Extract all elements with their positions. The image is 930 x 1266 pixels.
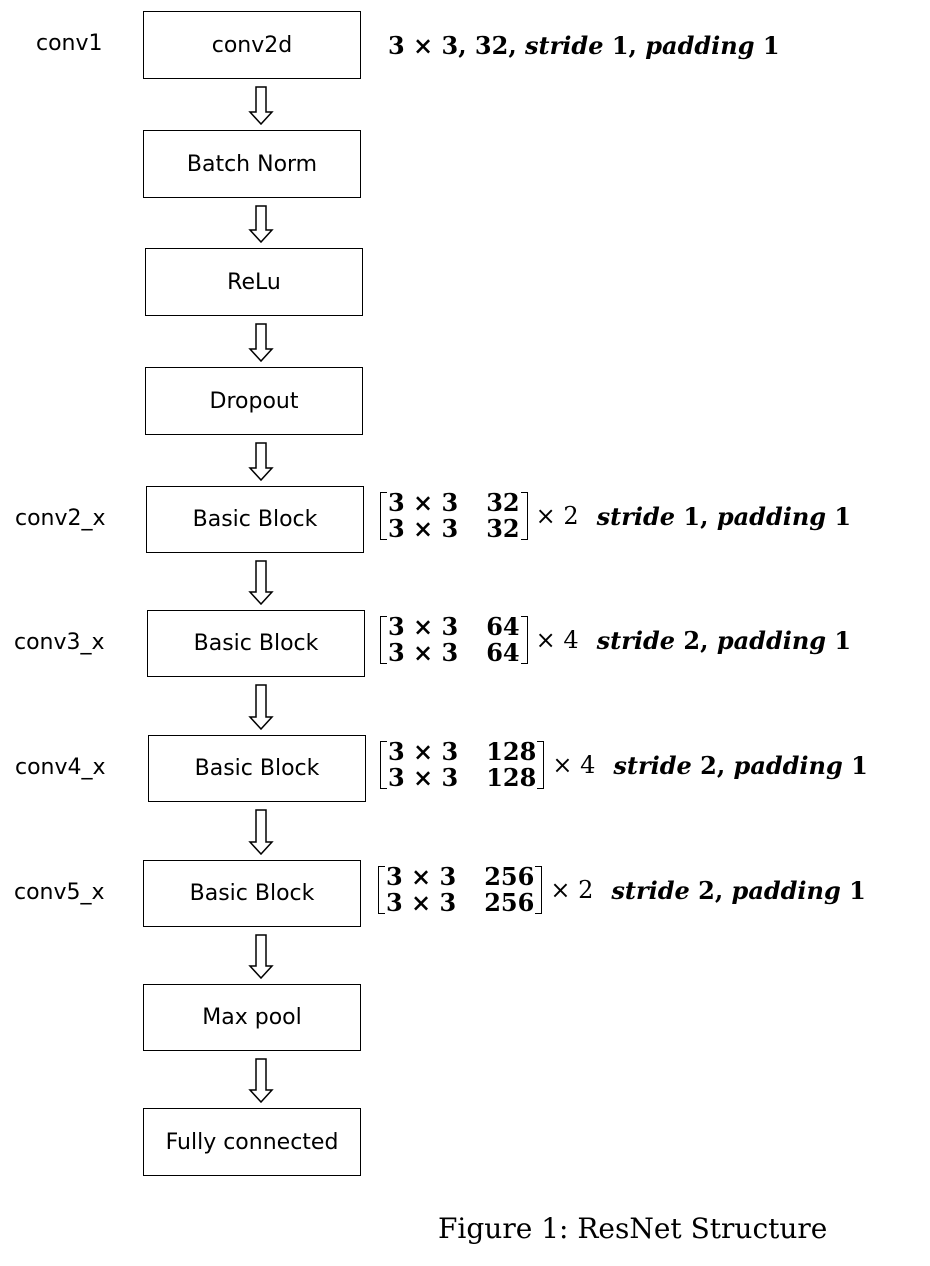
layer-box: Basic Block <box>148 735 366 802</box>
stage-label: conv5_x <box>14 879 105 905</box>
stage-label: conv2_x <box>15 505 106 531</box>
matrix-cell: 128 <box>486 737 537 766</box>
layer-label: Max pool <box>202 1005 302 1030</box>
layer-spec: 3 × 3 64 3 × 3 64 × 4 stride 2, padding 1 <box>380 612 852 667</box>
spec-padding-label: padding <box>731 875 841 905</box>
spec-stride-value: 2, <box>675 625 717 655</box>
spec-padding-value: 1 <box>840 875 866 905</box>
flow-arrow <box>248 809 274 856</box>
layer-box: conv2d <box>143 11 361 79</box>
flow-arrow <box>248 323 274 363</box>
matrix-cell: 3 × 3 <box>386 888 457 917</box>
spec-multiplier: × 2 <box>535 502 579 530</box>
matrix-cell: 3 × 3 <box>388 514 459 543</box>
flow-arrow <box>248 442 274 482</box>
layer-label: Batch Norm <box>186 151 318 177</box>
spec-stride-value: 2, <box>689 875 732 905</box>
spec-multiplier: × 4 <box>535 626 579 654</box>
spec-stride-label: stride <box>613 750 692 780</box>
flow-arrow <box>248 205 274 244</box>
spec-stride-label: stride <box>596 625 676 655</box>
spec-matrix: 3 × 3 128 3 × 3 128 <box>379 737 545 792</box>
spec-multiplier: × 4 <box>552 751 596 779</box>
flow-arrow <box>248 560 274 606</box>
layer-label: ReLu <box>227 269 281 295</box>
spec-padding-label: padding <box>645 31 755 60</box>
spec-stride-label: stride <box>611 875 690 905</box>
matrix-cell: 3 × 3 <box>388 488 459 517</box>
spec-padding-label: padding <box>716 625 827 655</box>
spec-stride-label: stride <box>596 501 676 531</box>
spec-padding-value: 1 <box>826 625 852 655</box>
spec-multiplier: × 2 <box>550 876 594 904</box>
layer-label: Dropout <box>209 388 299 414</box>
spec-stride-label: stride <box>525 31 604 60</box>
spec-padding-value: 1 <box>754 31 780 60</box>
layer-box: Batch Norm <box>143 130 361 198</box>
figure-caption: Figure 1: ResNet Structure <box>438 1212 828 1245</box>
stage-label: conv3_x <box>14 629 105 655</box>
matrix-cell: 256 <box>484 862 535 891</box>
matrix-cell: 64 <box>486 612 520 641</box>
matrix-cell: 3 × 3 <box>386 862 457 891</box>
layer-box: ReLu <box>145 248 363 316</box>
spec-kernel: 3 × 3, 32, <box>388 31 526 60</box>
spec-matrix: 3 × 3 256 3 × 3 256 <box>377 862 543 917</box>
layer-box: Basic Block <box>146 486 364 553</box>
flow-arrow <box>248 86 274 126</box>
spec-stride-value: 1, <box>675 501 717 531</box>
layer-spec: 3 × 3 256 3 × 3 256 × 2 stride 2, padding 1 <box>377 862 866 917</box>
stage-label: conv1 <box>36 31 103 56</box>
layer-spec: 3 × 3 128 3 × 3 128 × 4 stride 2, padding 1 <box>379 737 868 792</box>
flow-arrow <box>248 684 274 731</box>
layer-label: Basic Block <box>189 881 315 906</box>
flow-arrow <box>248 1058 274 1104</box>
matrix-cell: 3 × 3 <box>388 612 459 641</box>
matrix-cell: 128 <box>486 763 537 792</box>
layer-box: Fully connected <box>143 1108 361 1176</box>
spec-padding-value: 1 <box>842 750 868 780</box>
matrix-cell: 32 <box>486 514 520 543</box>
spec-stride-value: 2, <box>691 750 734 780</box>
matrix-cell: 64 <box>486 638 520 667</box>
matrix-cell: 3 × 3 <box>388 638 459 667</box>
spec-matrix: 3 × 3 64 3 × 3 64 <box>380 612 528 667</box>
spec-stride-value: 1, <box>603 31 646 60</box>
layer-label: Basic Block <box>194 756 320 781</box>
flow-arrow <box>248 934 274 980</box>
layer-box: Basic Block <box>147 610 365 677</box>
matrix-cell: 32 <box>486 488 520 517</box>
layer-spec: 3 × 3, 32, stride 1, padding 1 <box>388 31 780 60</box>
spec-padding-label: padding <box>716 501 827 531</box>
matrix-cell: 3 × 3 <box>388 763 459 792</box>
layer-spec: 3 × 3 32 3 × 3 32 × 2 stride 1, padding 1 <box>380 488 852 543</box>
layer-label: Fully connected <box>165 1129 339 1155</box>
layer-box: Dropout <box>145 367 363 435</box>
spec-padding-value: 1 <box>826 501 852 531</box>
layer-box: Max pool <box>143 984 361 1051</box>
spec-padding-label: padding <box>733 750 843 780</box>
layer-label: Basic Block <box>193 631 319 656</box>
matrix-cell: 3 × 3 <box>388 737 459 766</box>
matrix-cell: 256 <box>484 888 535 917</box>
layer-label: Basic Block <box>192 507 318 532</box>
stage-label: conv4_x <box>15 754 106 780</box>
spec-matrix: 3 × 3 32 3 × 3 32 <box>380 488 528 543</box>
layer-box: Basic Block <box>143 860 361 927</box>
layer-label: conv2d <box>211 32 293 58</box>
